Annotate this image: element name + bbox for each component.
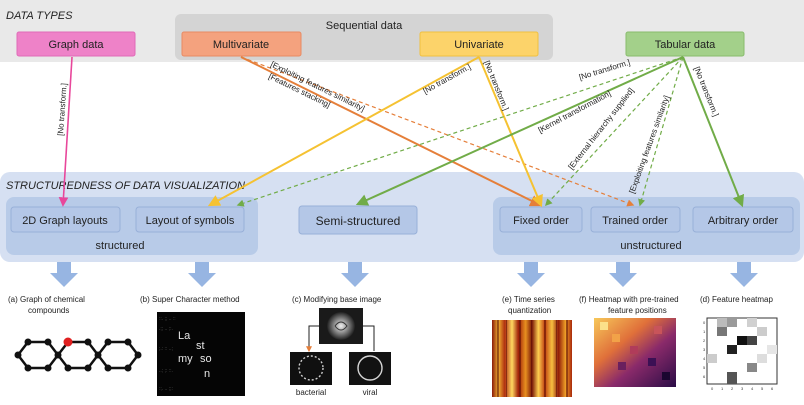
caption-f-line1: (f) Heatmap with pre-trained <box>579 295 679 304</box>
semi-structured-box <box>298 205 418 235</box>
arrow-tabular-to-semi <box>355 56 684 206</box>
arrow-graph-to-layouts <box>58 56 73 207</box>
trained-order-box <box>590 206 681 233</box>
caption-c: (c) Modifying base image <box>292 295 382 304</box>
arrow-tabular-to-fixed <box>545 56 684 207</box>
arrow-multivariate-to-fixed <box>240 56 543 207</box>
svg-text:;.: :: ..;: ;.: :: ..; <box>159 346 173 352</box>
multivariate-label: Multivariate <box>213 39 269 51</box>
sequential-data-label: Sequential data <box>326 20 403 32</box>
caption-a-line1: (a) Graph of chemical <box>8 295 85 304</box>
down-arrow-arbitrary <box>730 262 758 287</box>
svg-text:0: 0 <box>711 386 714 391</box>
super-character-glyph: so <box>200 353 212 365</box>
caption-d: (d) Feature heatmap <box>700 295 773 304</box>
base-rose-petal <box>334 321 348 331</box>
svg-text:2: 2 <box>703 338 706 343</box>
svg-text:2: 2 <box>731 386 734 391</box>
chemical-graph-atoms <box>14 338 142 372</box>
unstructured-label: unstructured <box>620 240 681 252</box>
caption-f-line2: feature positions <box>608 306 667 315</box>
svg-text:0: 0 <box>703 320 706 325</box>
arrow-tabular-to-symbols <box>236 56 684 207</box>
feature-heatmap-x-axis: 0 1 2 3 4 5 6 <box>711 386 774 391</box>
arrow-tabular-to-trained <box>638 56 684 207</box>
svg-text:1: 1 <box>703 329 706 334</box>
bacterial-rose-outline <box>298 355 324 381</box>
tabular-data-box <box>625 31 745 57</box>
symbols-box <box>135 206 245 233</box>
down-arrow-symbols <box>188 262 216 287</box>
graph-data-box <box>16 31 136 57</box>
trained-order-label: Trained order <box>602 215 668 227</box>
bacterial-label: bacterial <box>296 388 326 397</box>
arrow-univariate-to-fixed <box>478 56 543 208</box>
svg-text:3: 3 <box>741 386 744 391</box>
down-arrow-semi <box>341 262 369 287</box>
arbitrary-order-label: Arbitrary order <box>708 215 779 227</box>
caption-b: (b) Super Character method <box>140 295 240 304</box>
graph-layouts-label: 2D Graph layouts <box>22 215 108 227</box>
viral-rose-outline <box>357 355 383 381</box>
graph-layouts-box <box>10 206 121 233</box>
caption-e-line1: (e) Time series <box>502 295 555 304</box>
base-rose-flower <box>327 312 355 340</box>
structured-label: structured <box>96 240 145 252</box>
chemical-graph-highlight-atom <box>63 337 73 347</box>
edge-label-uni-no-transform-b: [No transform.] <box>482 59 510 111</box>
pretrained-heatmap-cells <box>600 322 670 380</box>
chemical-graph-image <box>16 340 140 370</box>
feature-heatmap-cells <box>707 318 777 384</box>
symbols-label: Layout of symbols <box>146 215 235 227</box>
univariate-box <box>419 31 539 57</box>
univariate-label: Univariate <box>454 39 504 51</box>
super-character-image <box>157 312 245 396</box>
bacterial-rose-image <box>290 352 332 385</box>
super-character-glyph: my <box>178 353 193 365</box>
time-series-heatmap-streaks <box>497 320 568 397</box>
svg-text:5: 5 <box>761 386 764 391</box>
fixed-order-label: Fixed order <box>513 215 569 227</box>
edge-label-uni-no-transform-a: [No transform.] <box>422 62 473 96</box>
viral-label: viral <box>363 388 378 397</box>
svg-text:.;; .. ;:.: .;; .. ;:. <box>159 326 173 332</box>
multivariate-box <box>181 31 302 57</box>
svg-text:3: 3 <box>703 347 706 352</box>
svg-text:5: 5 <box>703 365 706 370</box>
arrow-tabular-to-arbitrary <box>682 56 745 208</box>
svg-text:1: 1 <box>721 386 724 391</box>
semi-structured-label: Semi-structured <box>316 214 401 228</box>
data-types-heading: DATA TYPES <box>6 10 73 22</box>
bracket-to-viral <box>363 325 375 351</box>
down-arrow-trained <box>609 262 637 287</box>
super-character-noise: ::. ;; .. ::.;; .. ;:. ;.: :: ..;..; ;: … <box>159 316 176 392</box>
super-character-glyph: n <box>204 368 210 380</box>
bracket-to-bacterial <box>306 325 319 353</box>
down-arrow-fixed <box>517 262 545 287</box>
svg-text:6: 6 <box>703 374 706 379</box>
structuredness-heading: STRUCTUREDNESS OF DATA VISUALIZATION <box>6 180 245 192</box>
down-arrow-graph-layouts <box>50 262 78 287</box>
super-character-glyph: st <box>196 340 205 352</box>
svg-text:6: 6 <box>771 386 774 391</box>
svg-text:4: 4 <box>751 386 754 391</box>
caption-a-line2: compounds <box>28 306 69 315</box>
tabular-data-label: Tabular data <box>655 39 716 51</box>
svg-text:..; ;: ::.: ..; ;: ::. <box>159 368 173 374</box>
feature-heatmap-y-axis: 0 1 2 3 4 5 6 <box>703 320 706 379</box>
svg-text:4: 4 <box>703 356 706 361</box>
caption-e-line2: quantization <box>508 306 551 315</box>
graph-data-label: Graph data <box>48 39 104 51</box>
svg-text:::. ;; .. ::: ::. ;; .. :: <box>159 316 176 322</box>
super-character-glyph: La <box>178 330 191 342</box>
arrow-univariate-to-symbols <box>207 56 480 207</box>
edge-label-graph-no-transform: [No transform.] <box>56 83 69 136</box>
svg-text::;. .. ;;:: :;. .. ;;: <box>159 386 173 392</box>
